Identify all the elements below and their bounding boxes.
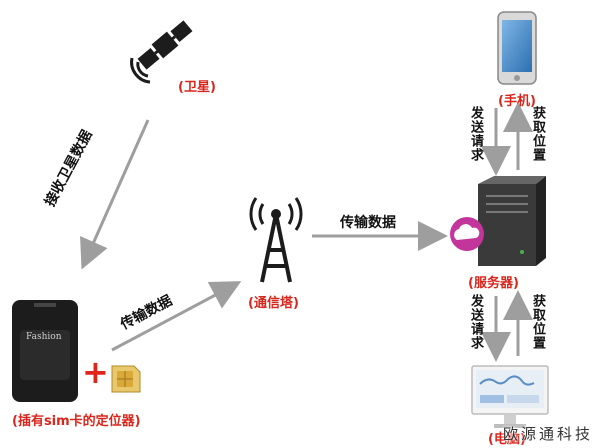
- arrow-satellite-to-tracker: [80, 119, 150, 270]
- edge-label-get-location-2: 获取位置: [530, 294, 545, 350]
- tower-icon: [249, 197, 303, 283]
- phone-icon: [497, 11, 537, 85]
- tracker-brand-text: Fashion: [26, 332, 62, 342]
- tracker-device-icon: [12, 300, 78, 402]
- monitor-label: (电脑): [488, 432, 526, 447]
- server-icon: [478, 176, 546, 266]
- tracker-label: (插有sim卡的定位器): [12, 414, 141, 429]
- tower-label: (通信塔): [248, 296, 299, 311]
- satellite-icon: [137, 20, 193, 70]
- phone-label: (手机): [498, 94, 536, 109]
- edge-label-get-location-1: 获取位置: [530, 106, 545, 162]
- satellite-label: (卫星): [178, 80, 216, 95]
- satellite-signal-icon: [136, 61, 149, 78]
- watermark-text: 欧源通科技: [502, 425, 593, 443]
- edge-label-transmit-data-2: 传输数据: [340, 215, 396, 231]
- edge-label-send-request-2: 发送请求: [468, 294, 483, 350]
- arrow-tracker-to-tower: [111, 281, 242, 352]
- monitor-icon: [471, 365, 549, 428]
- server-label: (服务器): [468, 276, 519, 291]
- sim-card-icon: [111, 365, 141, 393]
- plus-sign: +: [82, 353, 109, 391]
- cloud-icon: [450, 217, 484, 251]
- edge-label-send-request-1: 发送请求: [468, 106, 483, 162]
